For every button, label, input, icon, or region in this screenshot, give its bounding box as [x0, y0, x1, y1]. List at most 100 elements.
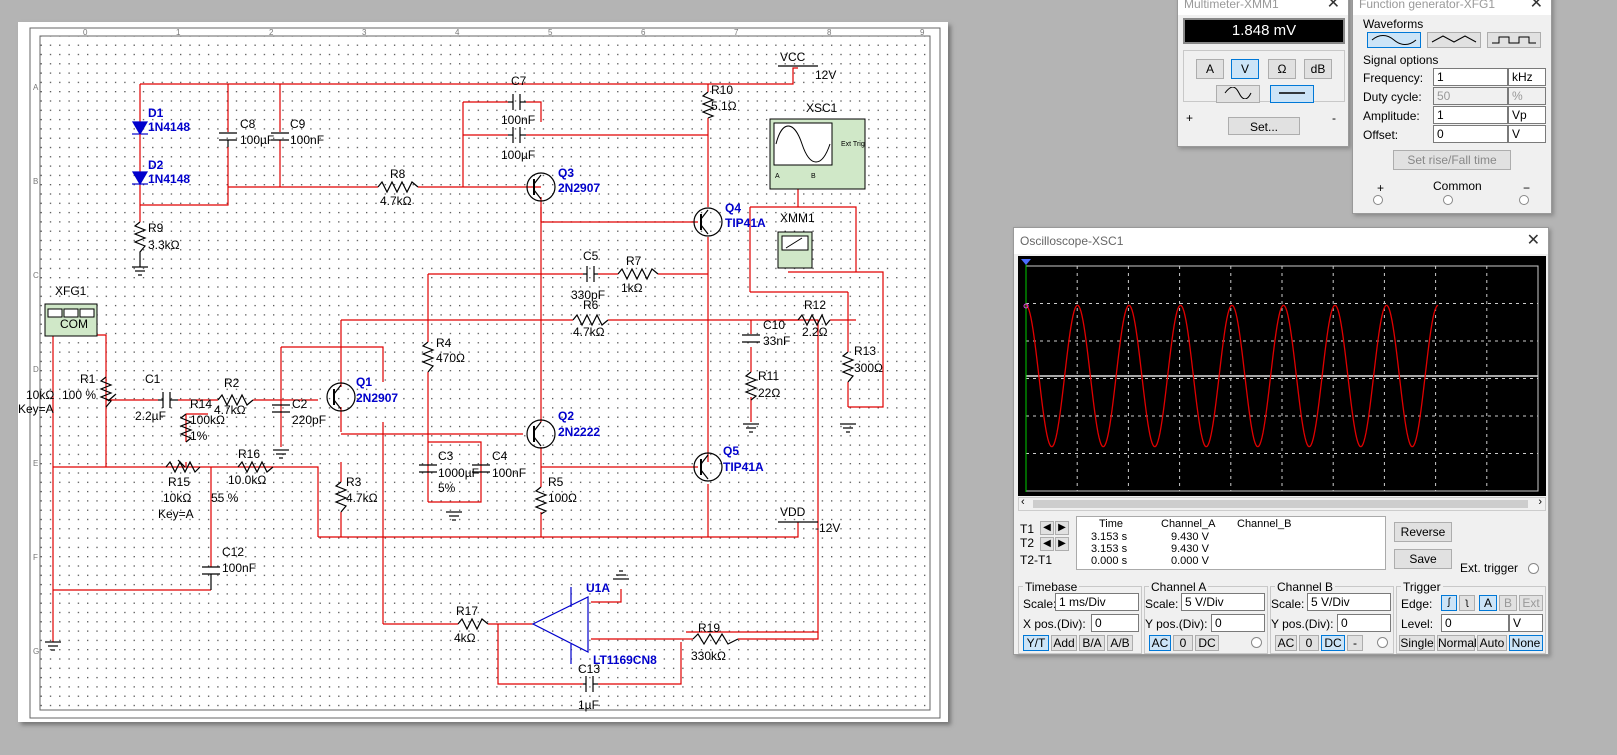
capacitor-c5[interactable]: [583, 266, 598, 282]
scope-scrollbar[interactable]: ‹ ›: [1018, 496, 1546, 511]
mode-decibel-button[interactable]: dB: [1304, 59, 1332, 79]
frequency-unit[interactable]: kHz: [1508, 68, 1546, 86]
capacitor-c13[interactable]: [583, 676, 598, 692]
offset-input[interactable]: 0: [1433, 125, 1508, 143]
square-wave-button[interactable]: [1487, 32, 1541, 48]
trigger-source-b[interactable]: B: [1499, 595, 1517, 611]
resistor-r3[interactable]: [334, 481, 348, 513]
channel-b-terminal[interactable]: [1377, 637, 1388, 648]
trigger-normal-button[interactable]: Normal: [1437, 635, 1477, 651]
function-generator-window[interactable]: Function generator-XFG1✕ Waveforms Signa…: [1352, 0, 1552, 214]
channel-b-ac-button[interactable]: AC: [1275, 635, 1297, 651]
trigger-source-a[interactable]: A: [1479, 595, 1497, 611]
channel-a-terminal[interactable]: [1251, 637, 1262, 648]
xmm1-instrument[interactable]: [777, 231, 813, 269]
frequency-input[interactable]: 1: [1433, 68, 1508, 86]
amplitude-input[interactable]: 1: [1433, 106, 1508, 124]
sine-wave-button[interactable]: [1367, 32, 1421, 48]
resistor-r11[interactable]: [744, 371, 758, 401]
resistor-r19[interactable]: [692, 632, 739, 646]
trigger-single-button[interactable]: Single: [1399, 635, 1435, 651]
channel-a-zero-button[interactable]: 0: [1173, 635, 1193, 651]
channel-a-ypos-input[interactable]: 0: [1211, 614, 1265, 632]
mode-ammeter-button[interactable]: A: [1196, 59, 1224, 79]
set-rise-fall-button[interactable]: Set rise/Fall time: [1393, 150, 1511, 170]
ext-trigger-terminal[interactable]: [1528, 563, 1539, 574]
xpos-input[interactable]: 0: [1091, 614, 1139, 632]
mode-voltmeter-button[interactable]: V: [1231, 59, 1259, 79]
duty-cycle-input[interactable]: 50: [1433, 87, 1508, 105]
potentiometer-r1[interactable]: [99, 376, 117, 408]
potentiometer-r15[interactable]: [165, 459, 201, 474]
cursor-t1-handle[interactable]: [1021, 259, 1031, 265]
common-terminal-radio[interactable]: [1443, 195, 1453, 205]
capacitor-c1[interactable]: [158, 392, 178, 408]
minus-terminal-radio[interactable]: [1519, 195, 1529, 205]
scope-screen[interactable]: [1018, 256, 1546, 496]
transistor-q1[interactable]: [326, 382, 356, 412]
xsc1-instrument[interactable]: [769, 118, 866, 190]
multimeter-set-button[interactable]: Set...: [1228, 117, 1300, 135]
t2-left-arrow-icon[interactable]: ◀: [1040, 537, 1054, 551]
resistor-r6[interactable]: [572, 313, 609, 327]
capacitor-c12[interactable]: [202, 566, 220, 590]
rising-edge-icon[interactable]: ʃ: [1441, 595, 1457, 611]
scroll-right-icon[interactable]: ›: [1538, 496, 1542, 508]
resistor-r5[interactable]: [534, 486, 548, 515]
opamp-u1a[interactable]: [531, 587, 589, 664]
triangle-wave-button[interactable]: [1427, 32, 1481, 48]
xfg1-instrument[interactable]: [44, 303, 98, 337]
ab-button[interactable]: A/B: [1107, 635, 1133, 651]
resistor-r17[interactable]: [457, 617, 489, 631]
trigger-source-ext[interactable]: Ext: [1519, 595, 1543, 611]
duty-cycle-unit[interactable]: %: [1508, 87, 1546, 105]
capacitor-c10[interactable]: [742, 334, 760, 343]
oscilloscope-window[interactable]: Oscilloscope-XSC1✕ ‹ › T1 T2 T2-T1 ◀ ▶ ◀…: [1013, 227, 1549, 655]
capacitor-c8[interactable]: [219, 132, 237, 147]
level-unit[interactable]: V: [1509, 614, 1543, 632]
trigger-auto-button[interactable]: Auto: [1477, 635, 1507, 651]
resistor-r7[interactable]: [617, 267, 659, 281]
channel-a-dc-button[interactable]: DC: [1195, 635, 1219, 651]
channel-b-dc-button[interactable]: DC: [1321, 635, 1345, 651]
capacitor-c3[interactable]: [419, 464, 437, 473]
resistor-r14[interactable]: [179, 413, 193, 443]
t1-left-arrow-icon[interactable]: ◀: [1040, 521, 1054, 535]
offset-unit[interactable]: V: [1508, 125, 1546, 143]
channel-b-scale-input[interactable]: 5 V/Div: [1307, 593, 1391, 611]
resistor-r16[interactable]: [237, 460, 274, 474]
t2-right-arrow-icon[interactable]: ▶: [1055, 537, 1069, 551]
close-icon[interactable]: ✕: [1529, 0, 1543, 12]
save-button[interactable]: Save: [1394, 549, 1452, 569]
channel-b-zero-button[interactable]: 0: [1299, 635, 1319, 651]
resistor-r2[interactable]: [217, 393, 254, 407]
add-button[interactable]: Add: [1051, 635, 1077, 651]
scroll-thumb[interactable]: [1033, 500, 1528, 508]
mode-ohmmeter-button[interactable]: Ω: [1268, 59, 1296, 79]
channel-a-scale-input[interactable]: 5 V/Div: [1181, 593, 1265, 611]
resistor-r10[interactable]: [701, 91, 715, 119]
resistor-r9[interactable]: [133, 221, 147, 267]
diode-d1[interactable]: [131, 121, 149, 172]
falling-edge-icon[interactable]: ʅ: [1459, 595, 1475, 611]
capacitor-c2[interactable]: [272, 404, 290, 413]
transistor-q2[interactable]: [526, 419, 556, 449]
trigger-none-button[interactable]: None: [1509, 635, 1543, 651]
capacitor-c7[interactable]: [508, 94, 526, 143]
multimeter-window[interactable]: Multimeter-XMM1✕ 1.848 mV A V Ω dB + Set…: [1177, 0, 1349, 147]
timebase-scale-input[interactable]: 1 ms/Div: [1055, 593, 1139, 611]
scroll-left-icon[interactable]: ‹: [1021, 496, 1025, 508]
reverse-button[interactable]: Reverse: [1394, 522, 1452, 542]
transistor-q4[interactable]: [693, 207, 723, 237]
resistor-r8[interactable]: [377, 180, 419, 194]
channel-a-ac-button[interactable]: AC: [1149, 635, 1171, 651]
plus-terminal-radio[interactable]: [1373, 195, 1383, 205]
transistor-q5[interactable]: [693, 452, 723, 482]
yt-button[interactable]: Y/T: [1023, 635, 1049, 651]
resistor-r13[interactable]: [841, 351, 855, 383]
dc-mode-button[interactable]: [1270, 85, 1314, 103]
channel-b-minus-button[interactable]: -: [1347, 635, 1363, 651]
capacitor-c4[interactable]: [472, 464, 490, 473]
transistor-q3[interactable]: [526, 172, 556, 202]
diode-d2[interactable]: [131, 171, 149, 186]
